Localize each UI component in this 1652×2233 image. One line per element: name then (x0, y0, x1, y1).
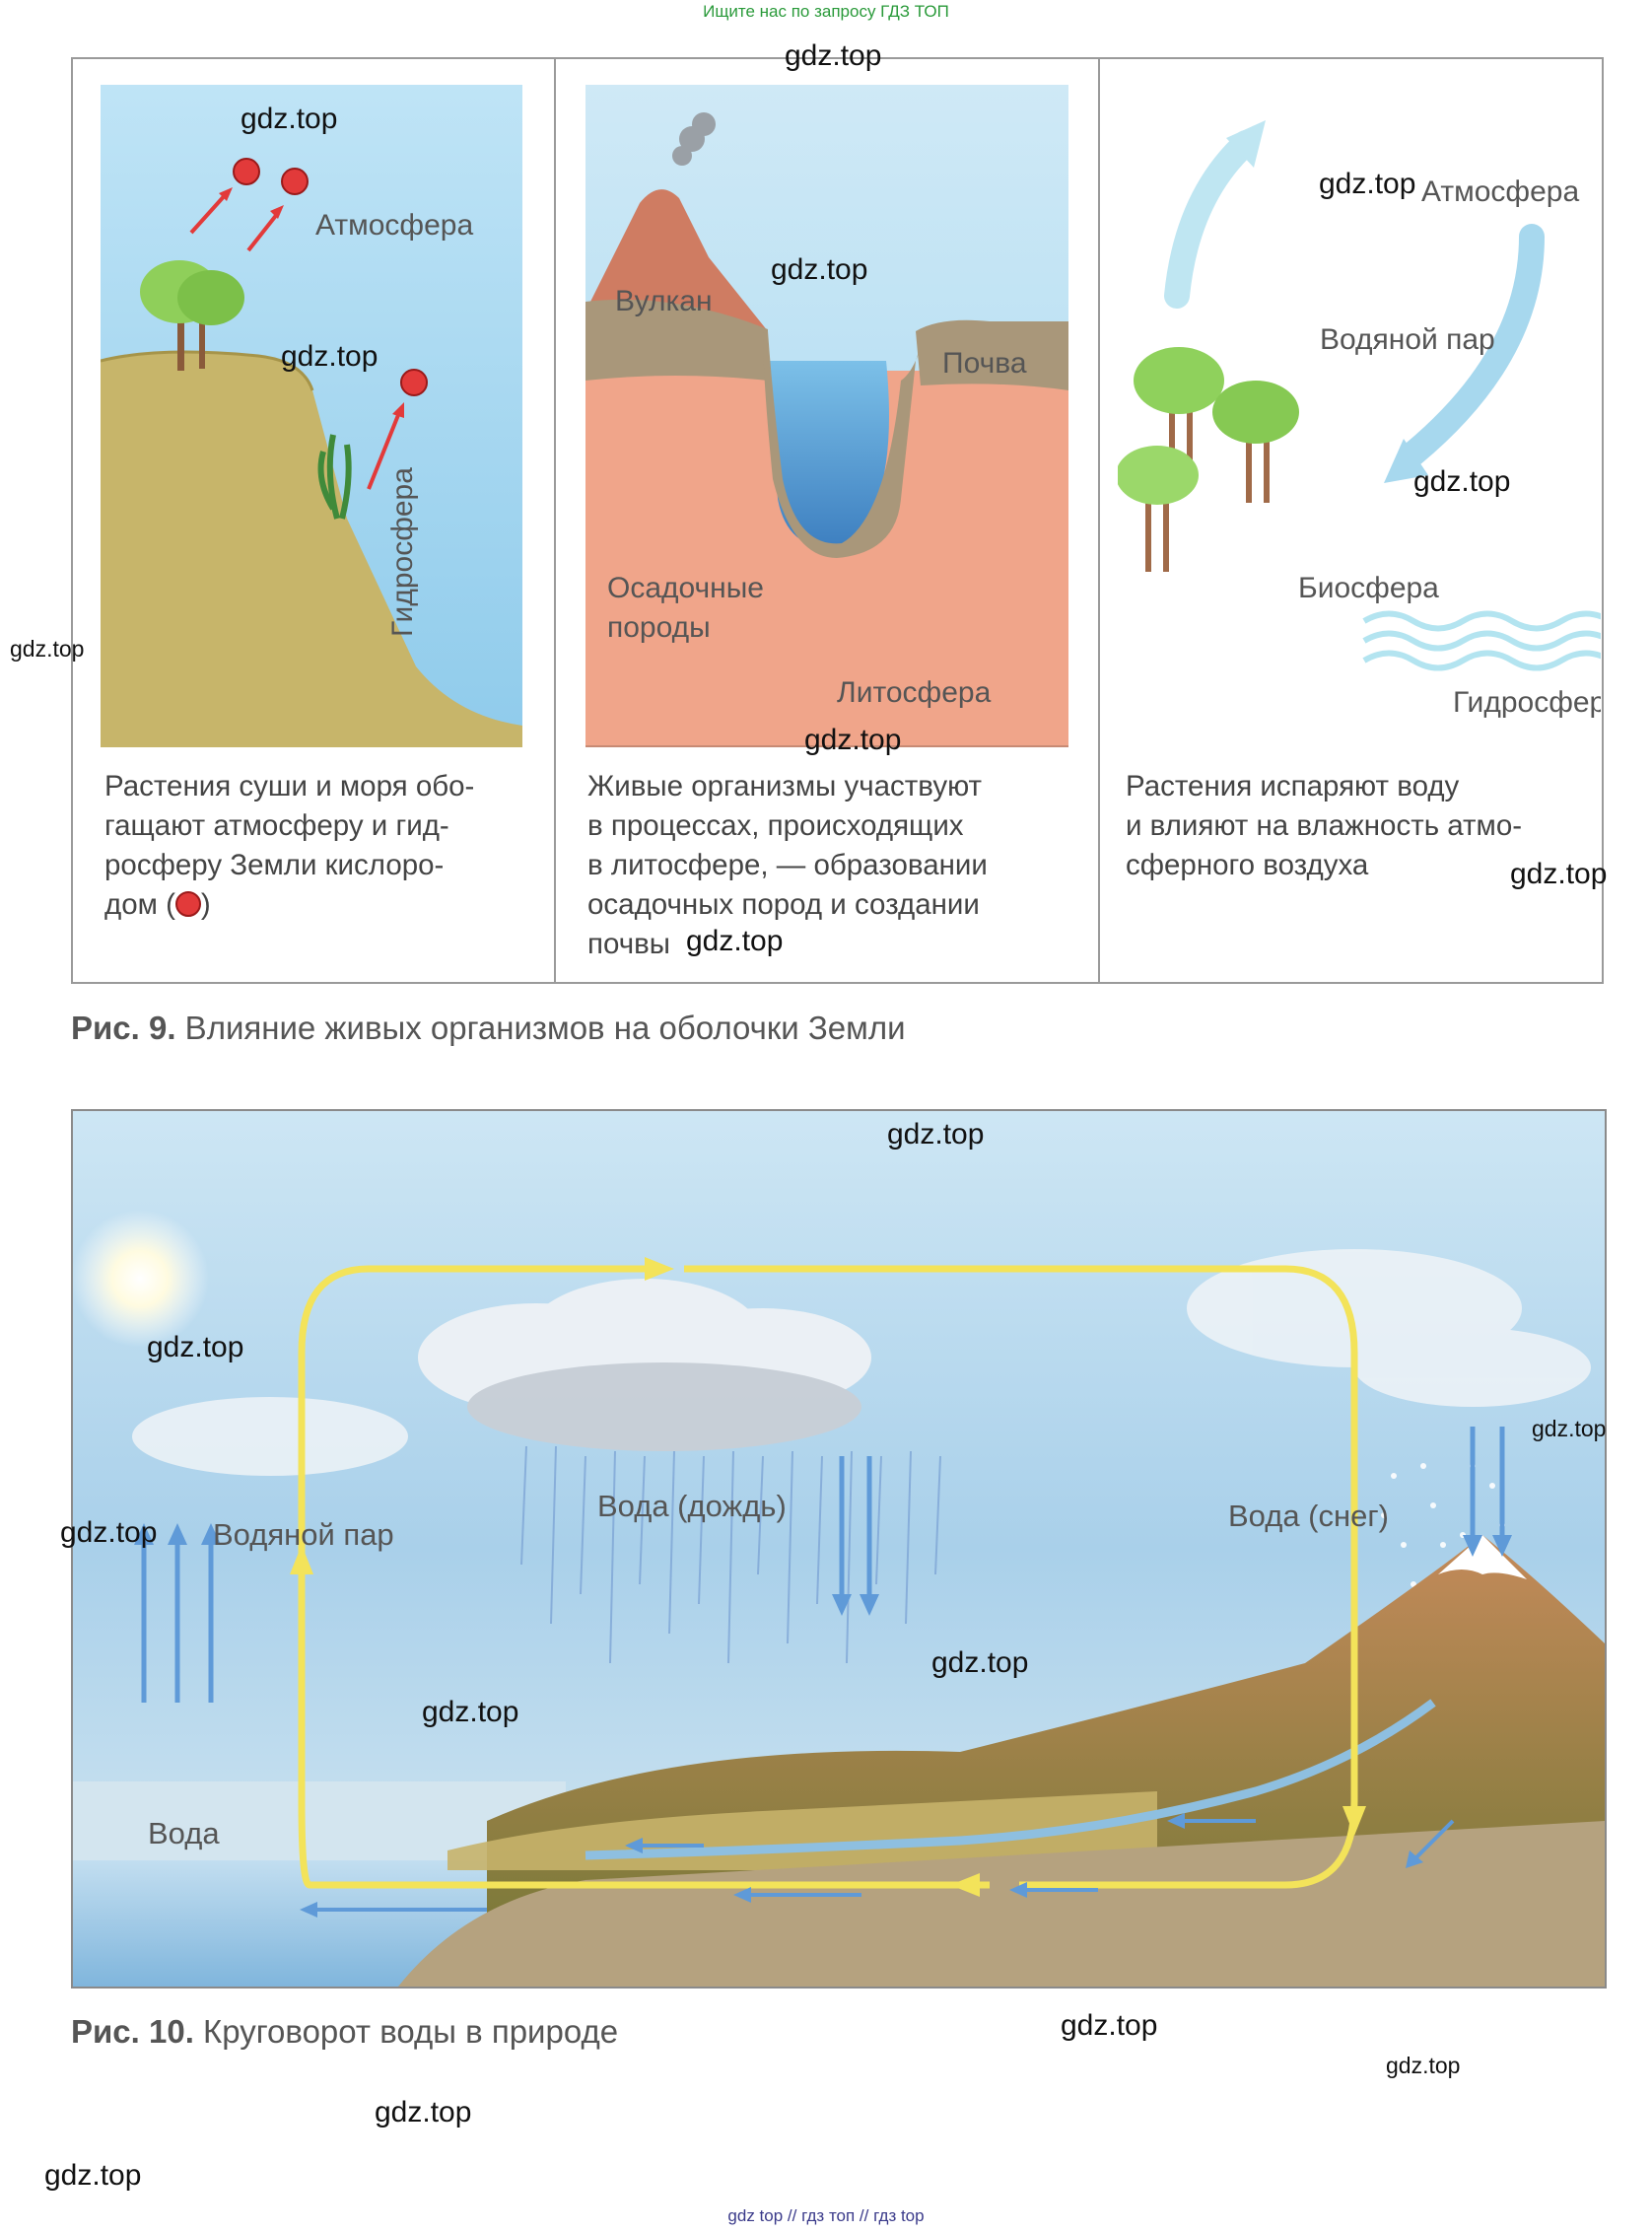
watermark: gdz.top (686, 925, 784, 957)
tree-icon (140, 260, 244, 371)
caption-text: ) (200, 888, 211, 921)
atmosphere-label: Атмосфера (1421, 175, 1580, 208)
ground-icon (398, 1821, 1605, 1987)
caption-line: гащают атмосферу и гид- (104, 809, 449, 842)
cloud-icon (418, 1279, 871, 1451)
panel-lithosphere-illustration: Вулкан Почва Осадочные породы Литосфера (585, 85, 1068, 747)
trees-icon (1118, 347, 1299, 572)
rain-icon (520, 1445, 941, 1664)
caption-line: в литосфере, — образовании (587, 849, 988, 881)
caption-line: осадочных пород и создании (587, 888, 980, 921)
sedimentary-label-2: породы (607, 611, 711, 644)
watermark: gdz.top (1319, 168, 1416, 200)
precipitation-arrows-icon (839, 1427, 1505, 1604)
smoke-icon (672, 112, 716, 166)
watermark: gdz.top (147, 1331, 244, 1363)
biosphere-label: Биосфера (1298, 572, 1439, 604)
watermark: gdz.top (1386, 2053, 1461, 2078)
evaporation-arrows-icon (141, 1535, 214, 1703)
volcano-label: Вулкан (615, 285, 713, 317)
panel-oxygen-caption: Растения суши и моря обо- гащают атмосфе… (104, 767, 528, 925)
oxygen-scene (101, 85, 522, 747)
oxygen-icon (174, 891, 201, 917)
caption-line: сферного воздуха (1126, 849, 1369, 881)
figure-10-title: Рис. 10. Круговорот воды в природе (71, 2013, 618, 2051)
water-cycle-arrow (298, 1265, 1358, 1889)
caption-line: Растения испаряют воду (1126, 770, 1460, 802)
watermark: gdz.top (44, 2159, 142, 2192)
caption-line: в процессах, происходящих (587, 809, 964, 842)
hydrosphere-label: Гидросфера (1453, 686, 1601, 719)
water-label: Вода (148, 1816, 220, 1850)
watermark: gdz.top (1510, 858, 1608, 890)
soil-label: Почва (942, 347, 1027, 380)
figure-number: Рис. 10. (71, 2013, 194, 2050)
column-divider (1098, 59, 1100, 982)
biosphere-scene (1118, 120, 1601, 671)
figure-9-title: Рис. 9. Влияние живых организмов на обол… (71, 1010, 906, 1047)
figure-title-text: Круговорот воды в природе (193, 2013, 619, 2050)
caption-line: дом () (104, 885, 528, 925)
watermark: gdz.top (1413, 465, 1511, 498)
caption-line: почвы (587, 928, 670, 960)
panel-oxygen-illustration: Атмосфера Гидросфера (101, 85, 522, 747)
caption-line: росферу Земли кислоро- (104, 849, 445, 881)
figure-10-frame: Вода (дождь) Вода (снег) Водяной пар Вод… (71, 1109, 1607, 1989)
watermark: gdz.top (10, 636, 85, 662)
watermark: gdz.top (422, 1696, 519, 1728)
figure-title-text: Влияние живых организмов на оболочки Зем… (175, 1010, 906, 1046)
hydrosphere-label: Гидросфера (386, 467, 419, 637)
lithosphere-scene (585, 85, 1068, 747)
watermark: gdz.top (785, 39, 882, 72)
caption-line: Растения суши и моря обо- (104, 770, 475, 802)
watermark: gdz.top (887, 1118, 985, 1151)
panel-biosphere-illustration: Атмосфера Водяной пар Биосфера Гидросфер… (1118, 99, 1601, 730)
watermark: gdz.top (771, 253, 868, 286)
bottom-banner: gdz top // гдз топ // гдз top (727, 2206, 925, 2225)
panel-biosphere-caption: Растения испаряют воду и влияют на влажн… (1126, 767, 1599, 885)
sun-icon (73, 1210, 209, 1348)
sedimentary-label-1: Осадочные (607, 572, 764, 604)
watermark: gdz.top (931, 1646, 1029, 1679)
figure-9-frame: Атмосфера Гидросфера Растения суши и мор… (71, 57, 1604, 984)
column-divider (554, 59, 556, 982)
figure-number: Рис. 9. (71, 1010, 176, 1046)
watermark: gdz.top (241, 103, 338, 135)
vapor-label: Водяной пар (1320, 323, 1495, 356)
rain-label: Вода (дождь) (597, 1489, 787, 1523)
caption-line: Живые организмы участвуют (587, 770, 983, 802)
runoff-arrows-icon (310, 1819, 1455, 1912)
watermark: gdz.top (1061, 2009, 1158, 2042)
watermark: gdz.top (281, 340, 379, 373)
panel-lithosphere-caption: Живые организмы участвуют в процессах, п… (587, 767, 1080, 964)
oxygen-bubbles-icon (189, 158, 428, 490)
snow-label: Вода (снег) (1228, 1499, 1389, 1533)
watermark: gdz.top (804, 724, 902, 756)
vapor-label: Водяной пар (213, 1517, 394, 1552)
watermark: gdz.top (60, 1516, 158, 1549)
caption-text: дом ( (104, 888, 175, 921)
lithosphere-label: Литосфера (837, 676, 992, 709)
waves-icon (1362, 610, 1601, 671)
atmosphere-label: Атмосфера (315, 209, 474, 242)
watermark: gdz.top (375, 2096, 472, 2128)
water-cycle-scene (73, 1111, 1605, 1987)
seaweed-icon (317, 434, 352, 520)
caption-line: и влияют на влажность атмо- (1126, 809, 1523, 842)
top-banner: Ищите нас по запросу ГДЗ ТОП (703, 2, 949, 21)
watermark: gdz.top (1532, 1416, 1607, 1441)
